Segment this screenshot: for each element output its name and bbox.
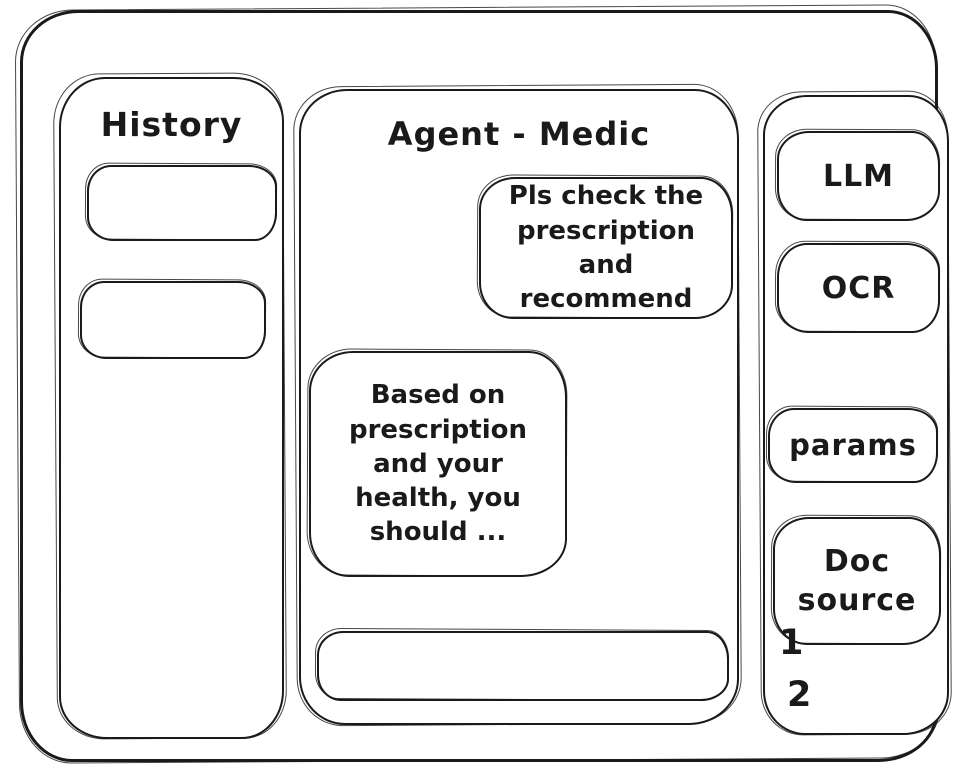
ocr-button[interactable]: OCR bbox=[777, 243, 940, 333]
history-item-1[interactable] bbox=[87, 165, 277, 241]
history-sidebar: History bbox=[59, 77, 284, 739]
doc-source-button[interactable]: Doc source bbox=[773, 517, 941, 645]
doc-source-item-1: 1 bbox=[779, 623, 804, 663]
chat-title: Agent - Medic bbox=[387, 115, 651, 153]
history-item-2[interactable] bbox=[80, 281, 266, 359]
params-button[interactable]: params bbox=[768, 408, 938, 483]
message-input[interactable] bbox=[331, 637, 715, 695]
llm-button[interactable]: LLM bbox=[777, 131, 940, 221]
user-message-bubble: Pls check the prescription and recommend bbox=[479, 177, 733, 319]
tools-sidebar: LLM OCR params Doc source 1 2 bbox=[763, 95, 949, 735]
agent-message-bubble: Based on prescription and your health, y… bbox=[309, 351, 567, 577]
app-window-frame: History Agent - Medic Pls check the pres… bbox=[20, 10, 949, 762]
doc-source-item-2: 2 bbox=[787, 675, 812, 715]
chat-panel: Agent - Medic Pls check the prescription… bbox=[299, 89, 739, 725]
message-input-box bbox=[317, 631, 729, 701]
history-title: History bbox=[100, 105, 243, 144]
